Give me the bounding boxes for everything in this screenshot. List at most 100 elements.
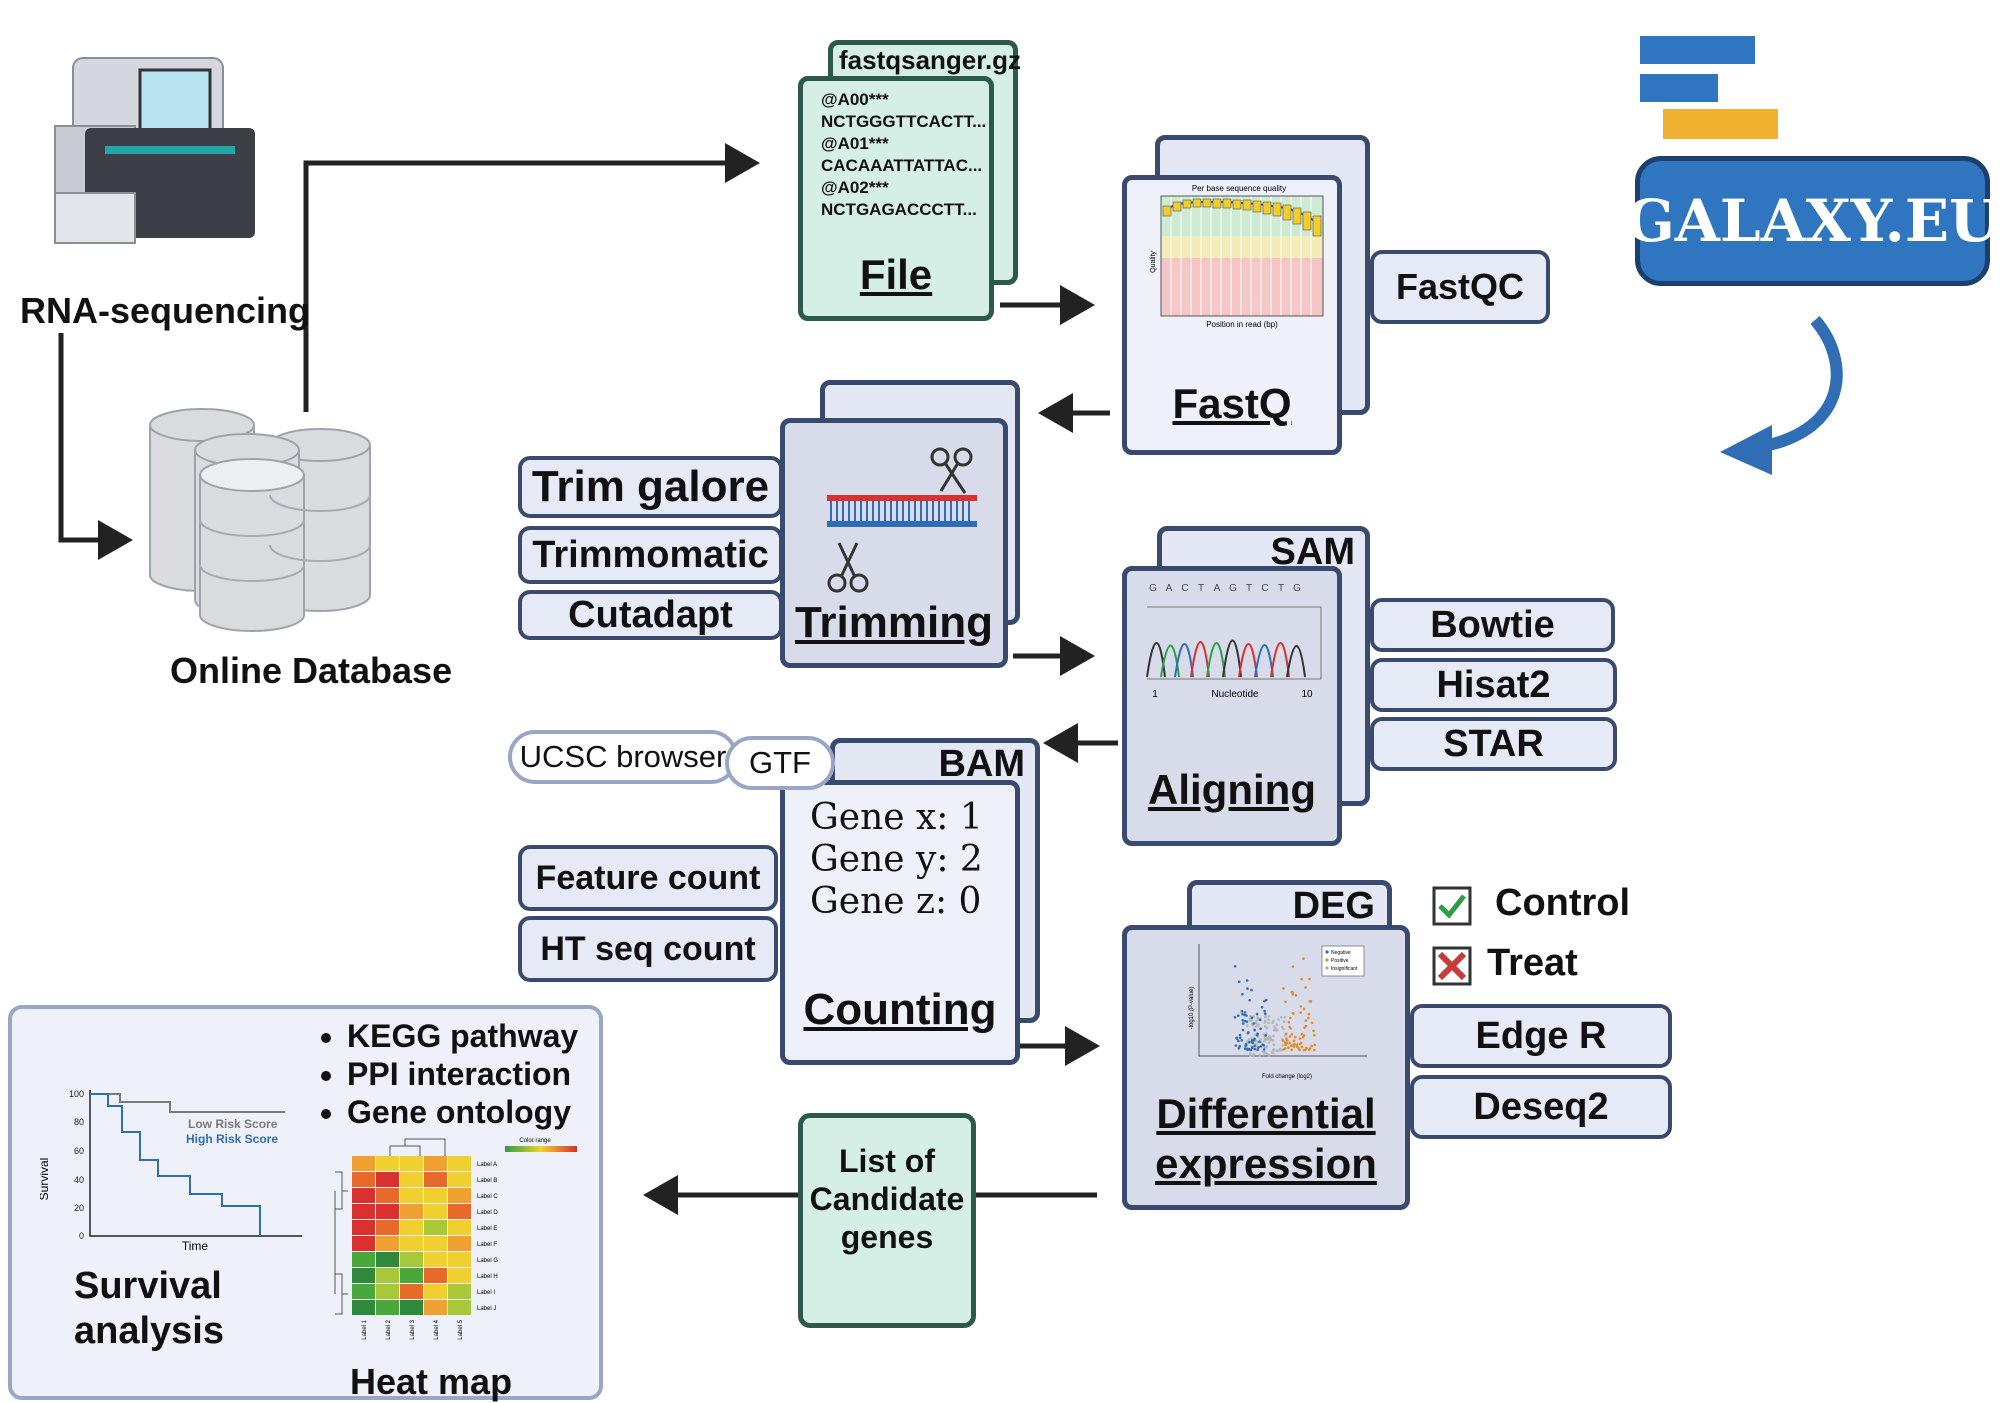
volcano-point — [1253, 1028, 1256, 1032]
volcano-point — [1313, 1034, 1316, 1037]
base-letter: C — [1181, 583, 1188, 594]
bowtie-tool[interactable]: Bowtie — [1370, 598, 1615, 652]
volcano-point — [1284, 1032, 1288, 1036]
survival-y-tick: 0 — [79, 1231, 84, 1241]
online-database-label: Online Database — [170, 650, 453, 691]
survival-y-tick: 100 — [69, 1089, 84, 1099]
trim-galore-tool[interactable]: Trim galore — [518, 456, 783, 518]
sequence-line: CACAAATTATTAC... — [821, 156, 983, 175]
quality-plot: Per base sequence quality Quality Positi… — [1150, 184, 1324, 329]
volcano-point — [1309, 1000, 1313, 1003]
edge-r-tool[interactable]: Edge R — [1410, 1004, 1672, 1068]
volcano-point — [1263, 999, 1266, 1003]
heat-cell — [400, 1220, 423, 1235]
survival-x-axis-label: Time — [182, 1239, 209, 1253]
volcano-point — [1294, 1035, 1297, 1039]
trimmomatic-tool[interactable]: Trimmomatic — [518, 526, 783, 584]
fastq-card[interactable]: Per base sequence quality Quality Positi… — [1122, 175, 1342, 455]
volcano-point — [1313, 1043, 1316, 1047]
heat-cell — [448, 1252, 471, 1267]
volcano-point — [1277, 1018, 1280, 1021]
volcano-point — [1264, 1019, 1267, 1023]
ucsc-browser-source[interactable]: UCSC browser — [508, 730, 738, 784]
volcano-point — [1248, 998, 1251, 1002]
volcano-point — [1256, 1048, 1259, 1051]
arrow-seq-to-db — [58, 333, 133, 560]
volcano-point — [1275, 1049, 1278, 1052]
volcano-point — [1255, 1012, 1259, 1016]
volcano-point — [1298, 1037, 1302, 1040]
fastqc-tool[interactable]: FastQC — [1370, 250, 1550, 324]
volcano-point — [1302, 1007, 1306, 1011]
volcano-point — [1233, 1016, 1237, 1019]
hisat2-tool[interactable]: Hisat2 — [1370, 658, 1617, 712]
volcano-point — [1246, 987, 1249, 990]
quality-plot-xlabel: Position in read (bp) — [1206, 320, 1278, 329]
cutadapt-tool[interactable]: Cutadapt — [518, 590, 783, 640]
volcano-point — [1240, 1009, 1244, 1013]
heatmap-row-label: Label C — [477, 1194, 498, 1200]
scissors-icon — [930, 447, 973, 494]
heat-cell — [376, 1252, 399, 1267]
file-card[interactable]: @A00*** NCTGGGTTCACTT... @A01*** CACAAAT… — [798, 76, 994, 321]
fastq-sequence-lines: @A00*** NCTGGGTTCACTT... @A01*** CACAAAT… — [821, 89, 986, 221]
counting-card[interactable]: Gene x: 1 Gene y: 2 Gene z: 0 Counting — [780, 780, 1020, 1065]
volcano-point — [1263, 1051, 1266, 1055]
volcano-point — [1292, 1045, 1296, 1048]
volcano-point — [1243, 1047, 1247, 1050]
volcano-point — [1287, 1046, 1290, 1049]
heat-cell — [424, 1300, 447, 1315]
volcano-point — [1299, 1005, 1303, 1008]
star-tool[interactable]: STAR — [1370, 717, 1617, 771]
galaxy-logo: GALAXY.EU — [1625, 36, 2000, 296]
volcano-point — [1284, 1047, 1287, 1050]
volcano-point — [1257, 1046, 1260, 1049]
gtf-source[interactable]: GTF — [725, 736, 835, 790]
volcano-point — [1312, 1029, 1315, 1033]
sequence-line: NCTGAGACCCTT... — [821, 200, 977, 219]
volcano-point — [1281, 1025, 1284, 1029]
volcano-point — [1297, 1047, 1301, 1050]
heat-cell — [376, 1188, 399, 1203]
heat-cell — [424, 1252, 447, 1267]
survival-curve: Survival 100 80 60 40 20 0 Time Low Risk… — [40, 1089, 302, 1253]
volcano-point — [1274, 1026, 1277, 1030]
volcano-point — [1274, 1029, 1277, 1032]
volcano-point — [1302, 957, 1305, 960]
arrow-db-to-file — [303, 143, 760, 412]
adapter-trimming-illustration — [827, 447, 977, 593]
heat-cell — [448, 1284, 471, 1299]
volcano-point — [1267, 1015, 1271, 1018]
sequencer-icon — [54, 57, 255, 244]
heatmap-row-label: Label D — [477, 1210, 498, 1216]
deseq2-tool[interactable]: Deseq2 — [1410, 1075, 1672, 1139]
ht-seq-count-tool[interactable]: HT seq count — [518, 916, 778, 982]
volcano-point — [1241, 1019, 1245, 1022]
volcano-point — [1305, 1046, 1308, 1050]
volcano-point — [1290, 990, 1294, 994]
survival-y-axis-label: Survival — [40, 1158, 51, 1201]
volcano-point — [1308, 977, 1311, 981]
volcano-points — [1233, 957, 1316, 1058]
volcano-point — [1280, 1016, 1283, 1019]
volcano-point — [1252, 1015, 1256, 1018]
galaxy-bar-3 — [1663, 109, 1778, 139]
trimming-card[interactable]: Trimming — [780, 418, 1008, 668]
enrichment-item: KEGG pathway — [347, 1017, 578, 1055]
heatmap-row-label: Label H — [477, 1274, 498, 1280]
deg-card[interactable]: -log10 (P-value) Fold change (log2) Nega… — [1122, 925, 1410, 1210]
heat-cell — [424, 1268, 447, 1283]
volcano-point — [1262, 1048, 1266, 1051]
volcano-plot: -log10 (P-value) Fold change (log2) Nega… — [1189, 944, 1367, 1080]
volcano-point — [1237, 980, 1241, 984]
volcano-point — [1247, 1047, 1251, 1051]
survival-y-tick: 80 — [74, 1117, 84, 1127]
sequence-line: NCTGGGTTCACTT... — [821, 112, 987, 131]
candidate-genes-card[interactable]: List of Candidate genes — [798, 1113, 976, 1328]
feature-count-tool[interactable]: Feature count — [518, 845, 778, 911]
volcano-point — [1292, 1039, 1296, 1043]
aligning-card[interactable]: G A C T A G T C T G 1 Nucleotide 10 Ali — [1122, 566, 1342, 846]
volcano-point — [1263, 1025, 1267, 1028]
heat-cell — [376, 1220, 399, 1235]
volcano-point — [1243, 1011, 1247, 1014]
